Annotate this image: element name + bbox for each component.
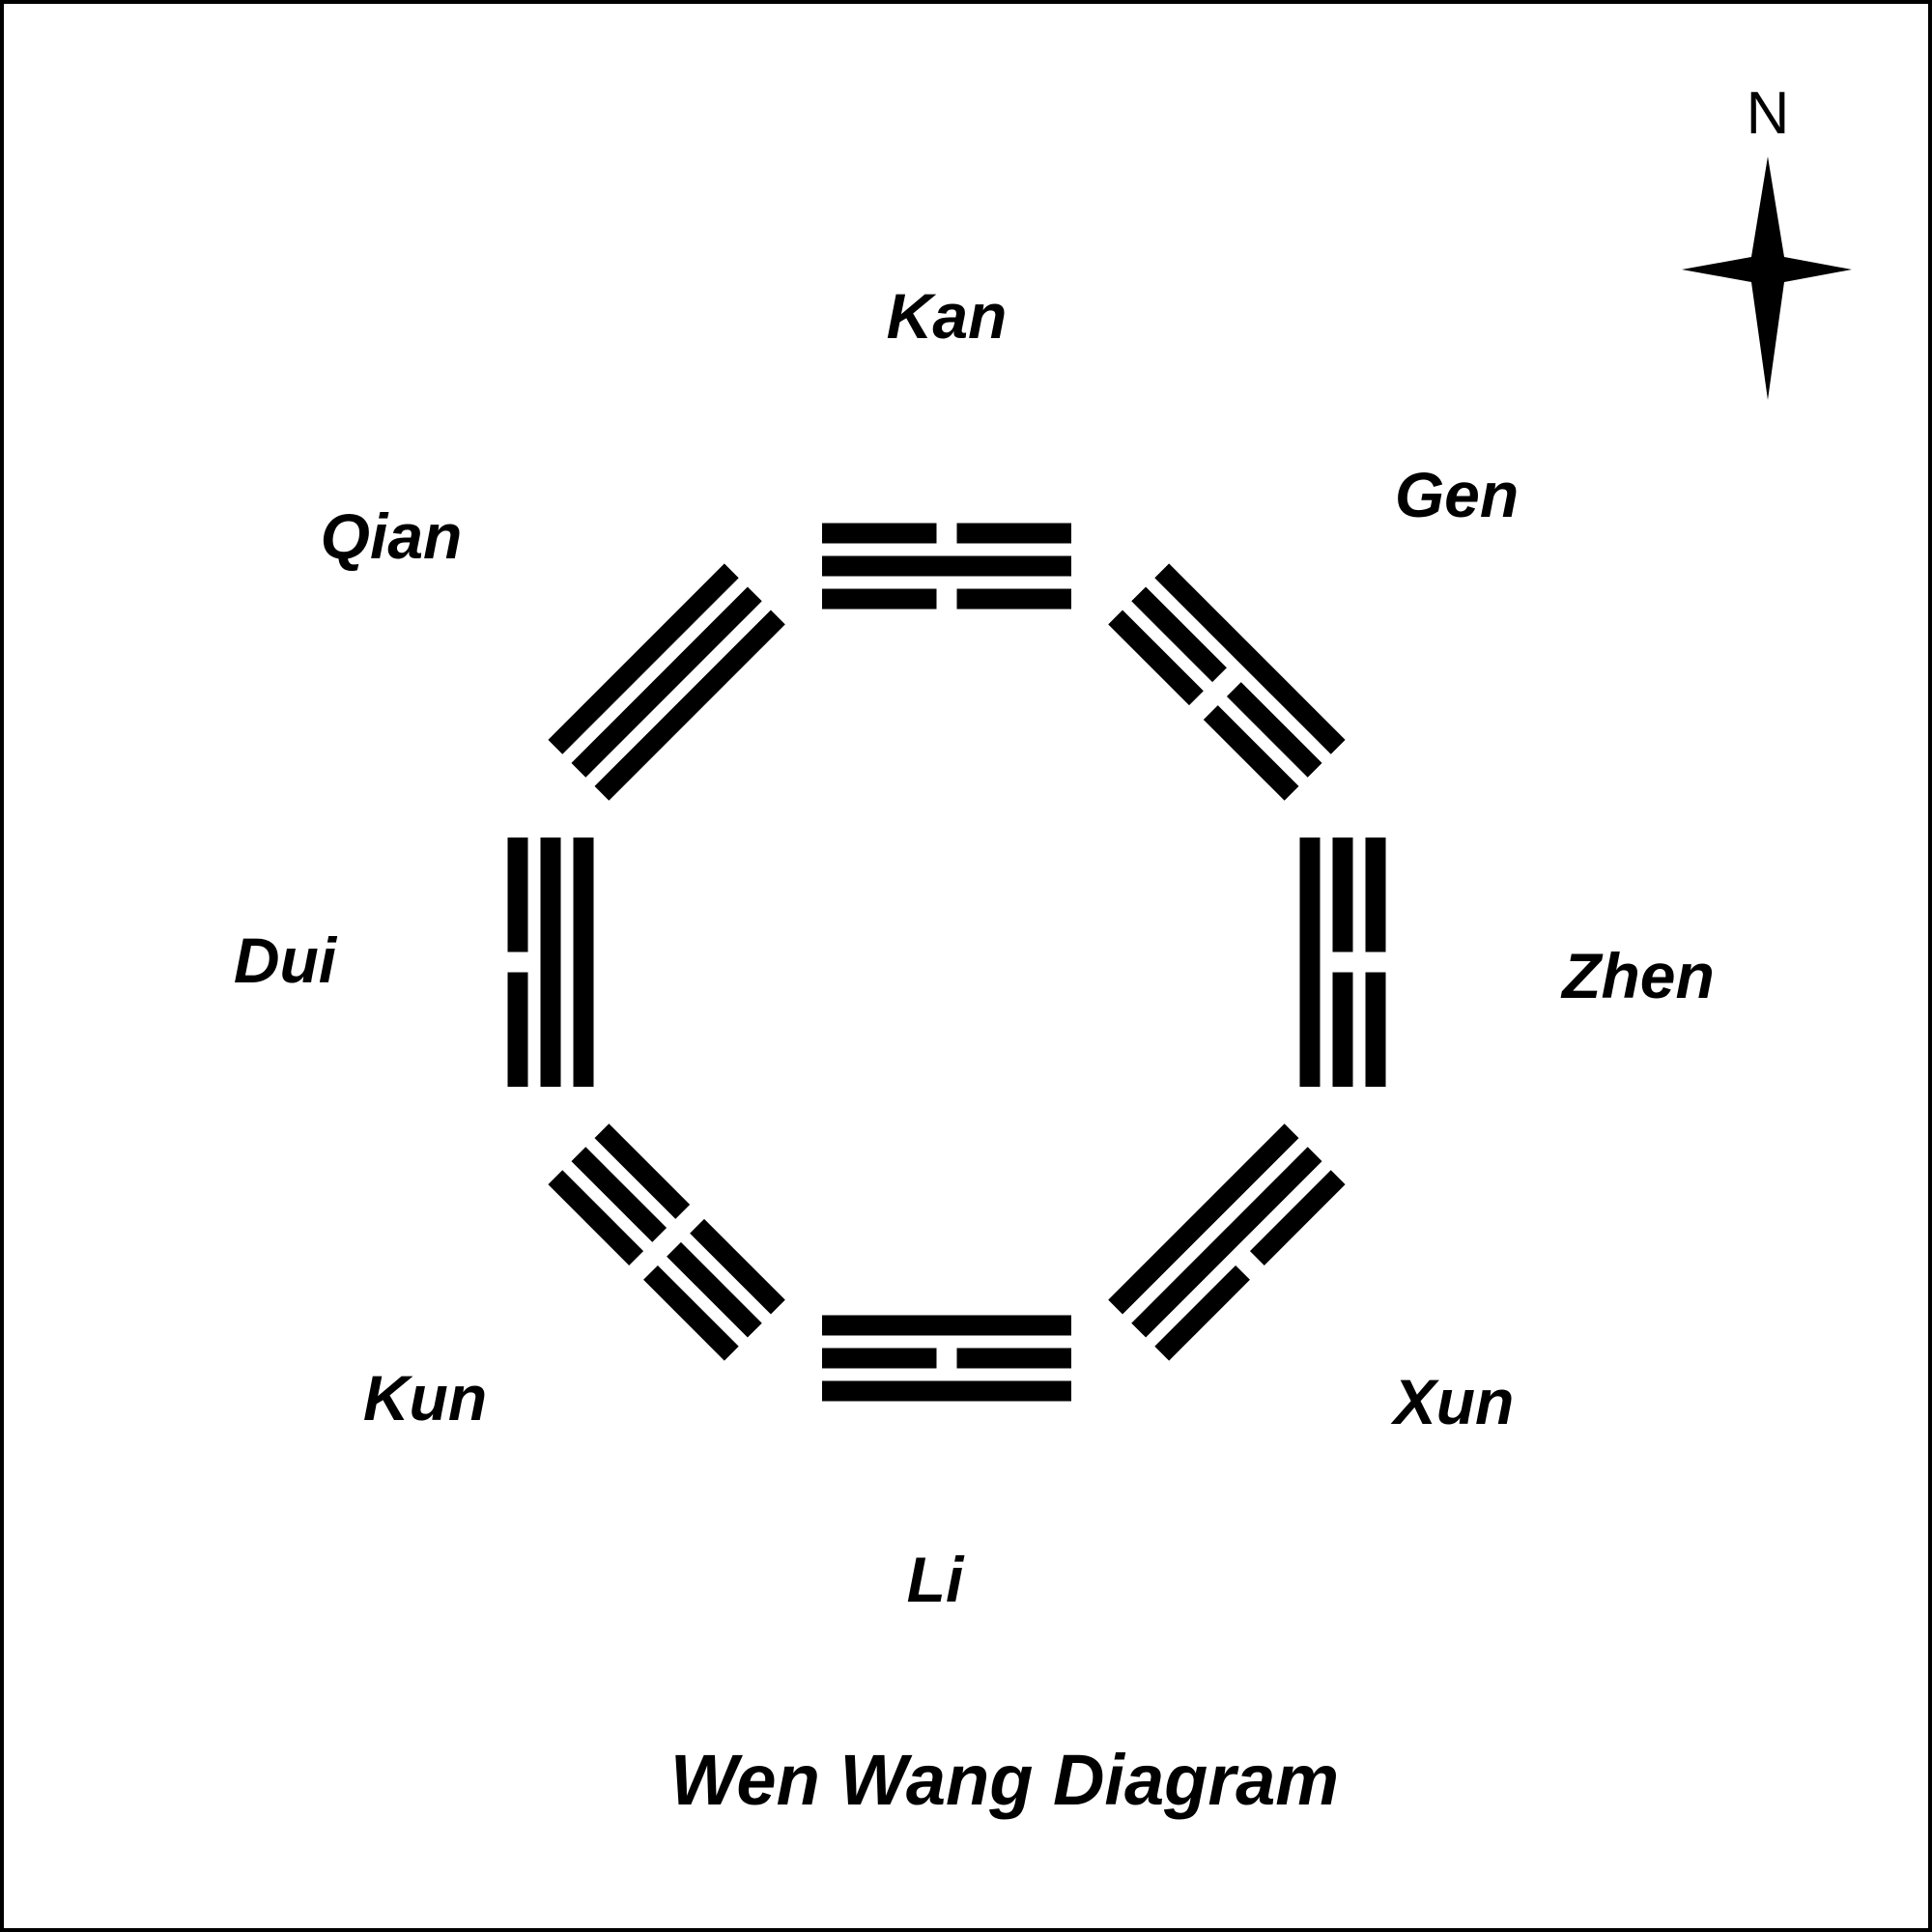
zhen-line-1-left — [1365, 838, 1386, 952]
compass-star-icon — [1682, 156, 1852, 400]
kan-line-2 — [822, 555, 1071, 577]
kun-line-2-left — [667, 1241, 762, 1338]
zhen-line-1-right — [1365, 972, 1386, 1087]
trigram-gen — [1108, 563, 1346, 801]
xun-line-1-left — [1249, 1170, 1346, 1265]
dui-line-1-right — [507, 838, 528, 952]
compass-north-label: N — [1747, 80, 1790, 147]
trigram-xun — [1108, 1123, 1346, 1361]
li-line-3 — [822, 1315, 1071, 1336]
qian-line-2 — [571, 586, 762, 778]
qian-line-3 — [594, 610, 785, 801]
trigram-dui — [507, 838, 594, 1087]
trigram-qian — [548, 563, 785, 801]
kan-line-3-right — [956, 588, 1071, 610]
li-line-2-right — [822, 1348, 937, 1369]
dui-line-3 — [573, 838, 594, 1087]
diagram-title: Wen Wang Diagram — [670, 1740, 1339, 1820]
label-zhen: Zhen — [1560, 940, 1715, 1011]
kan-line-3-left — [822, 588, 937, 610]
trigram-kan — [822, 523, 1071, 610]
xun-line-1-right — [1154, 1264, 1250, 1361]
trigram-li — [822, 1315, 1071, 1402]
zhen-line-2-right — [1332, 972, 1353, 1087]
xun-line-2 — [1131, 1147, 1322, 1338]
label-qian: Qian — [321, 500, 463, 572]
qian-line-1 — [548, 563, 739, 754]
dui-line-1-left — [507, 972, 528, 1087]
label-gen: Gen — [1395, 459, 1519, 530]
gen-line-3-left — [1108, 610, 1204, 706]
gen-line-2-right — [1226, 682, 1322, 778]
label-xun: Xun — [1390, 1366, 1515, 1437]
dui-line-2 — [540, 838, 561, 1087]
kun-line-1-right — [548, 1170, 644, 1265]
li-line-2-left — [956, 1348, 1071, 1369]
label-kan: Kan — [887, 280, 1008, 352]
zhen-line-2-left — [1332, 838, 1353, 952]
kan-line-1-right — [956, 523, 1071, 544]
gen-line-1 — [1154, 563, 1346, 754]
kun-line-2-right — [571, 1147, 668, 1242]
compass: N — [1682, 80, 1852, 400]
trigram-zhen — [1299, 838, 1386, 1087]
label-dui: Dui — [234, 924, 338, 996]
gen-line-3-right — [1203, 705, 1299, 801]
kun-line-1-left — [643, 1264, 739, 1361]
kun-line-3-right — [594, 1123, 691, 1219]
label-li: Li — [907, 1544, 965, 1615]
gen-line-2-left — [1131, 586, 1227, 683]
label-kun: Kun — [363, 1362, 487, 1434]
kan-line-1-left — [822, 523, 937, 544]
kun-line-3-left — [690, 1218, 785, 1315]
li-line-1 — [822, 1380, 1071, 1402]
zhen-line-3 — [1299, 838, 1321, 1087]
trigram-kun — [548, 1123, 785, 1361]
xun-line-3 — [1108, 1123, 1299, 1315]
